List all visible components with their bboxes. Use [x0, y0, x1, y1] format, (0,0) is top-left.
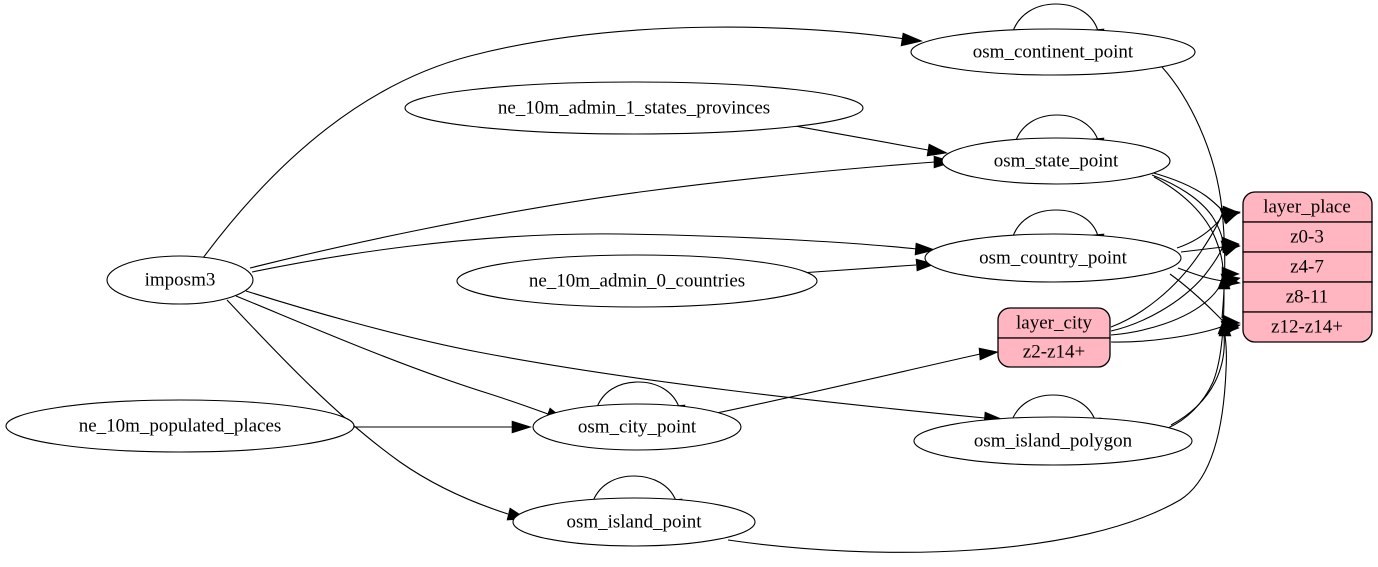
edge-osm-island-point-to-layer-place-z12 [727, 318, 1232, 553]
table-layer-city[interactable]: layer_city z2-z14+ [997, 307, 1111, 368]
edge-layer-city-to-layer-place-z0-3 [1110, 208, 1240, 328]
table-layer-place-header: layer_place [1263, 196, 1351, 217]
table-layer-place-row-z8-11[interactable]: z8-11 [1286, 286, 1329, 307]
edge-layer-city-to-layer-place-z4-7 [1110, 240, 1240, 332]
table-layer-place[interactable]: layer_place z0-3 z4-7 z8-11 z12-z14+ [1242, 191, 1373, 343]
edge-imposm3-to-osm-state-point [249, 155, 954, 269]
node-osm-island-point-label: osm_island_point [566, 511, 702, 532]
node-ne-10m-admin-1-states-provinces-label: ne_10m_admin_1_states_provinces [498, 97, 770, 118]
edge-ne-populated-places-to-osm-city-point [354, 420, 532, 434]
node-ne-10m-populated-places-label: ne_10m_populated_places [79, 415, 282, 436]
edge-imposm3-to-osm-country-point [251, 233, 937, 273]
edge-osm-continent-point-to-layer-place-z12 [1161, 66, 1240, 335]
node-osm-continent-point-label: osm_continent_point [973, 41, 1134, 62]
node-osm-city-point-label: osm_city_point [578, 416, 697, 437]
edge-imposm3-to-osm-continent-point [202, 26, 923, 259]
node-osm-island-point[interactable]: osm_island_point [512, 497, 756, 547]
tables-layer: layer_city z2-z14+ layer_place z0-3 z4-7… [997, 191, 1373, 368]
node-osm-state-point-label: osm_state_point [994, 150, 1119, 171]
node-osm-city-point[interactable]: osm_city_point [532, 403, 742, 451]
table-layer-place-row-z0-3[interactable]: z0-3 [1290, 226, 1324, 247]
table-layer-place-row-z4-7[interactable]: z4-7 [1290, 256, 1324, 277]
node-osm-continent-point[interactable]: osm_continent_point [910, 28, 1196, 76]
table-layer-city-row-z2-z14[interactable]: z2-z14+ [1023, 341, 1085, 362]
table-layer-city-header: layer_city [1016, 312, 1092, 333]
node-ne-10m-admin-0-countries-label: ne_10m_admin_0_countries [529, 270, 745, 291]
node-osm-island-polygon[interactable]: osm_island_polygon [913, 416, 1193, 466]
node-osm-island-polygon-label: osm_island_polygon [974, 430, 1133, 451]
nodes-layer: imposm3 ne_10m_populated_places ne_10m_a… [5, 28, 1196, 547]
node-osm-country-point-label: osm_country_point [979, 247, 1127, 268]
table-layer-place-row-z12-z14[interactable]: z12-z14+ [1271, 316, 1343, 337]
node-imposm3[interactable]: imposm3 [106, 255, 254, 305]
node-ne-10m-populated-places[interactable]: ne_10m_populated_places [5, 399, 355, 453]
edge-osm-city-point-to-layer-city [711, 347, 999, 415]
node-osm-state-point[interactable]: osm_state_point [941, 137, 1171, 185]
node-imposm3-label: imposm3 [145, 269, 216, 290]
node-ne-10m-admin-0-countries[interactable]: ne_10m_admin_0_countries [456, 254, 818, 308]
edge-ne-states-provinces-to-osm-state-point [794, 125, 948, 157]
edge-osm-island-polygon-to-layer-place-z8-11 [1167, 271, 1231, 429]
node-ne-10m-admin-1-states-provinces[interactable]: ne_10m_admin_1_states_provinces [404, 81, 864, 135]
node-osm-country-point[interactable]: osm_country_point [924, 233, 1182, 283]
edge-ne-admin0-countries-to-osm-country-point [799, 258, 936, 274]
